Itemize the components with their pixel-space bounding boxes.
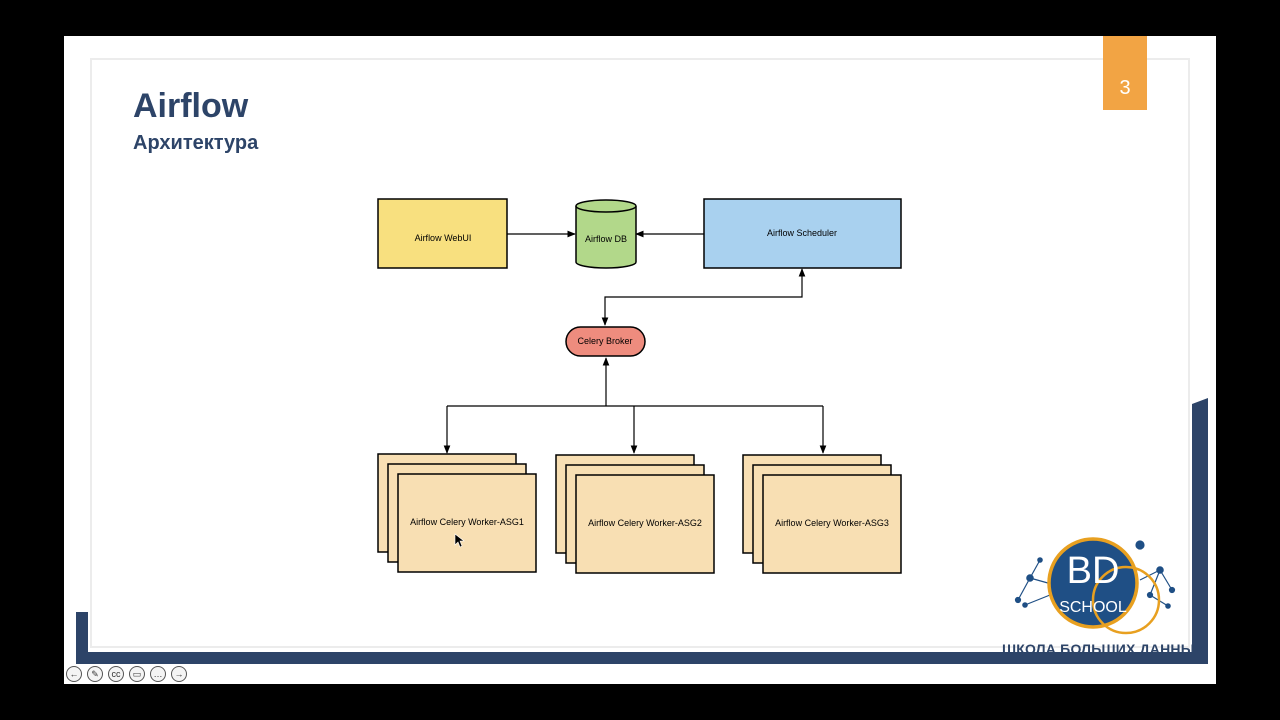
- logo-mark-line2: SCHOOL: [1059, 599, 1127, 616]
- slide-frame: [90, 58, 1190, 648]
- back-arrow-icon[interactable]: ←: [66, 666, 82, 682]
- logo-mark-line1: BD: [1067, 550, 1120, 592]
- page-number-badge: 3: [1103, 36, 1147, 110]
- forward-arrow-icon[interactable]: →: [171, 666, 187, 682]
- node-worker1-label: Airflow Celery Worker-ASG1: [410, 517, 524, 527]
- logo-tagline: ШКОЛА БОЛЬШИХ ДАННЫХ: [1002, 641, 1205, 657]
- mouse-cursor-icon: [454, 533, 465, 548]
- slide: Airflow Архитектура 3: [64, 36, 1216, 684]
- bd-school-logo: BD SCHOOL: [1014, 537, 1176, 635]
- node-webui: Airflow WebUI: [377, 198, 508, 269]
- node-broker: Celery Broker: [565, 326, 646, 357]
- node-db-label: Airflow DB: [585, 234, 627, 244]
- more-icon[interactable]: …: [150, 666, 166, 682]
- edge-broker-scheduler: [601, 268, 806, 326]
- node-scheduler-label: Airflow Scheduler: [767, 228, 837, 238]
- node-webui-label: Airflow WebUI: [415, 233, 472, 243]
- node-worker-group-2: Airflow Celery Worker-ASG2: [555, 454, 715, 574]
- slide-title: Airflow: [133, 87, 249, 125]
- node-db: Airflow DB: [575, 199, 637, 269]
- camera-icon[interactable]: ▭: [129, 666, 145, 682]
- node-worker2-label: Airflow Celery Worker-ASG2: [588, 518, 702, 528]
- presentation-player-controls: ← ✎ cc ▭ … →: [66, 665, 187, 683]
- node-worker-group-3: Airflow Celery Worker-ASG3: [742, 454, 902, 574]
- node-worker-group-1: Airflow Celery Worker-ASG1: [377, 453, 537, 573]
- captions-icon[interactable]: cc: [108, 666, 124, 682]
- node-scheduler: Airflow Scheduler: [703, 198, 902, 269]
- node-broker-label: Celery Broker: [577, 336, 632, 346]
- pen-icon[interactable]: ✎: [87, 666, 103, 682]
- slide-subtitle: Архитектура: [133, 132, 259, 154]
- node-worker3-label: Airflow Celery Worker-ASG3: [775, 518, 889, 528]
